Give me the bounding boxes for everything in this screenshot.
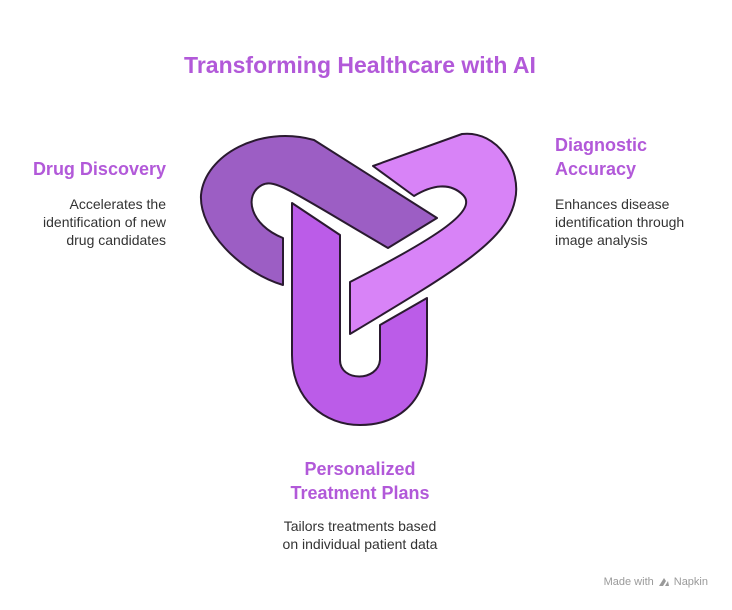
napkin-logo-icon xyxy=(658,578,669,586)
heading-line: Drug Discovery xyxy=(32,159,166,179)
description-line: on individual patient data xyxy=(282,536,438,552)
made-with-label: Made with xyxy=(603,576,654,588)
drug-discovery-description: Accelerates the identification of new dr… xyxy=(43,195,166,249)
personalized-treatment-heading: Personalized Treatment Plans xyxy=(210,457,510,505)
made-with-napkin-watermark: Made with Napkin xyxy=(604,576,708,588)
description-line: image analysis xyxy=(555,232,648,248)
personalized-treatment-description: Tailors treatments based on individual p… xyxy=(210,517,510,553)
diagnostic-accuracy-heading: Diagnostic Accuracy xyxy=(555,133,647,181)
personalized-treatment-arm xyxy=(291,202,428,426)
description-line: Accelerates the xyxy=(69,196,167,212)
description-line: drug candidates xyxy=(66,232,166,248)
description-line: identification through xyxy=(555,214,685,230)
diagnostic-accuracy-description: Enhances disease identification through … xyxy=(555,195,684,249)
description-line: Enhances disease xyxy=(555,196,670,212)
drug-discovery-heading: Drug Discovery xyxy=(33,157,166,181)
heading-line: Treatment Plans xyxy=(290,483,430,503)
napkin-brand-label: Napkin xyxy=(673,576,708,588)
heading-line: Accuracy xyxy=(555,159,637,179)
description-line: identification of new xyxy=(43,214,166,230)
diagnostic-accuracy-arm xyxy=(349,132,518,335)
drug-discovery-arm xyxy=(199,135,438,286)
description-line: Tailors treatments based xyxy=(283,518,437,534)
page-title: Transforming Healthcare with AI xyxy=(184,52,536,78)
heading-line: Personalized xyxy=(304,459,416,479)
heading-line: Diagnostic xyxy=(555,135,648,155)
